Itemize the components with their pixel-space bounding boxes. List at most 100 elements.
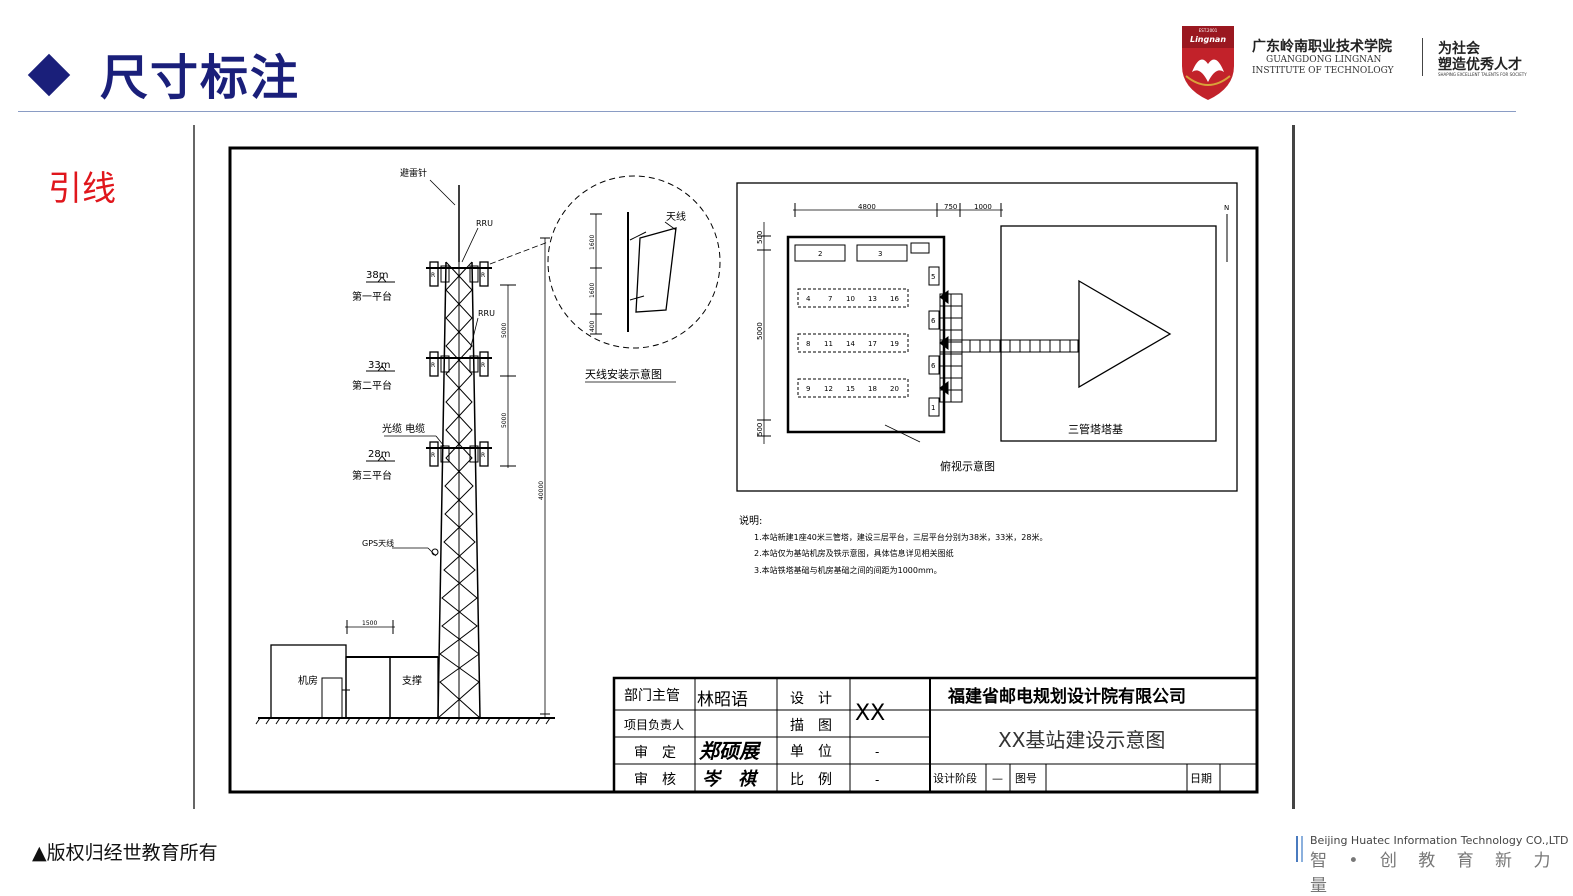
company-name-en: Beijing Huatec Information Technology CO… (1310, 834, 1569, 847)
page-title: 尺寸标注 (100, 50, 301, 106)
label-platform1-name: 第一平台 (352, 290, 392, 303)
tb-drawing-title: XX基站建设示意图 (998, 728, 1165, 752)
plan-cell: 15 (846, 385, 855, 393)
label-platform3-height: 28m (368, 449, 390, 460)
school-name-en-2: INSTITUTE OF TECHNOLOGY (1252, 66, 1394, 76)
label-dim-750: 750 (944, 203, 957, 211)
tb-review: 审 定 (634, 745, 676, 761)
label-dim-40000: 40000 (538, 481, 545, 500)
plan-caption: 俯视示意图 (940, 459, 995, 473)
tb-unit: 单 位 (790, 744, 832, 760)
plan-cell: 19 (890, 340, 899, 348)
tb-review-signature: 郑硕展 (699, 739, 762, 763)
label-rru-top: RRU (476, 219, 493, 228)
plan-top-cell: 2 (818, 250, 822, 258)
section-label: 引线 (48, 169, 116, 209)
label-platform1-height: 38m (366, 270, 388, 281)
tb-scale-value: - (875, 773, 879, 787)
plan-side-cell: 6 (931, 317, 936, 325)
tb-check: 审 核 (634, 772, 676, 788)
notes-heading: 说明: (739, 514, 762, 527)
plan-cell: 16 (890, 295, 899, 303)
plan-cell: 8 (806, 340, 810, 348)
tb-design: 设 计 (790, 691, 832, 707)
tb-stage-value: — (992, 772, 1003, 785)
rru-box-label: R (481, 362, 485, 369)
label-platform2-name: 第二平台 (352, 379, 392, 392)
rru-box-label: R (431, 362, 435, 369)
tower-elevation (255, 179, 555, 725)
tb-drawing-no: 图号 (1015, 772, 1037, 785)
plan-base-label: 三管塔塔基 (1068, 422, 1123, 436)
plan-top-cell: 3 (878, 250, 882, 258)
tb-unit-value: - (875, 745, 879, 759)
plan-cell: 9 (806, 385, 810, 393)
school-logo-icon: EST.2001 Lingnan (1182, 26, 1234, 100)
title-block (612, 676, 1259, 794)
label-lightning-rod: 避雷针 (400, 167, 427, 179)
notes-item: 1.本站新建1座40米三管塔，建设三层平台，三层平台分别为38米，33米，28米… (754, 532, 1047, 542)
tb-scale: 比 例 (790, 772, 832, 788)
logo-est: EST.2001 (1199, 28, 1218, 33)
tb-check-signature: 岑 祺 (702, 769, 759, 790)
motto-line-2: 塑造优秀人才 (1438, 57, 1522, 73)
plan-cell: 13 (868, 295, 877, 303)
tb-company: 福建省邮电规划设计院有限公司 (947, 686, 1186, 707)
label-dim-1500: 1500 (362, 620, 377, 627)
plan-cell: 14 (846, 340, 855, 348)
plan-cell: 4 (806, 295, 811, 303)
company-slogan-cn: 智 • 创 教 育 新 力 量 (1310, 851, 1559, 896)
notes: 说明: 1.本站新建1座40米三管塔，建设三层平台，三层平台分别为38米，33米… (739, 514, 1047, 575)
antenna-detail (547, 175, 721, 383)
motto-line-1: 为社会 (1438, 41, 1480, 57)
label-dim-antenna-c: 400 (589, 320, 596, 332)
motto-en: SHAPING EXCELLENT TALENTS FOR SOCIETY (1438, 72, 1527, 77)
tb-project-lead: 项目负责人 (624, 718, 684, 732)
huatec-logo-bar-icon (1301, 836, 1303, 862)
notes-item: 2.本站仅为基站机房及铁示意图，具体信息详见相关图纸 (754, 548, 954, 558)
logo-wordmark: Lingnan (1190, 35, 1226, 44)
plan-cell: 17 (868, 340, 877, 348)
tb-dept-head: 部门主管 (624, 688, 680, 704)
label-support: 支撑 (402, 674, 422, 687)
tb-date: 日期 (1190, 772, 1212, 785)
tb-design-value: XX (855, 701, 885, 726)
logo-divider (1422, 38, 1423, 76)
notes-item: 3.本站铁塔基础与机房基础之间的间距为1000mm。 (754, 565, 942, 575)
label-dim-5000b: 5000 (501, 413, 508, 428)
label-platform2-height: 33m (368, 360, 390, 371)
header-divider (18, 111, 1516, 112)
tb-dept-head-name: 林昭语 (697, 690, 748, 710)
rru-box-label: R (481, 272, 485, 279)
school-name-cn: 广东岭南职业技术学院 (1252, 39, 1392, 55)
label-antenna: 天线 (666, 210, 686, 223)
plan-cell: 7 (828, 295, 832, 303)
huatec-logo-bar-icon (1296, 836, 1298, 862)
plan-cell: 18 (868, 385, 877, 393)
label-dim-5000a: 5000 (501, 323, 508, 338)
tb-stage: 设计阶段 (933, 771, 977, 785)
copyright-notice: ▲版权归经世教育所有 (32, 842, 218, 864)
plan-cell: 12 (824, 385, 833, 393)
label-platform3-name: 第三平台 (352, 469, 392, 482)
label-rru-mid: RRU (478, 309, 495, 318)
label-dim-side-top: 500 (756, 231, 764, 244)
plan-cell: 11 (824, 340, 833, 348)
label-north: N (1224, 204, 1229, 212)
antenna-detail-caption: 天线安装示意图 (585, 367, 662, 381)
label-dim-4800: 4800 (858, 203, 876, 211)
label-dim-antenna-b: 1600 (589, 283, 596, 298)
label-dim-side-mid: 5000 (756, 322, 764, 340)
plan-side-cell: 6 (931, 362, 936, 370)
school-name-en-1: GUANGDONG LINGNAN (1266, 55, 1382, 65)
left-divider (193, 125, 195, 809)
label-dim-1000: 1000 (974, 203, 992, 211)
plan-cell: 20 (890, 385, 899, 393)
label-dim-antenna-a: 1600 (589, 235, 596, 250)
rru-box-label: R (481, 452, 485, 459)
rru-box-label: R (431, 272, 435, 279)
label-dim-side-bottom: 500 (756, 423, 764, 436)
rru-box-label: R (431, 452, 435, 459)
tb-draw: 描 图 (790, 718, 832, 734)
label-room: 机房 (298, 674, 318, 687)
